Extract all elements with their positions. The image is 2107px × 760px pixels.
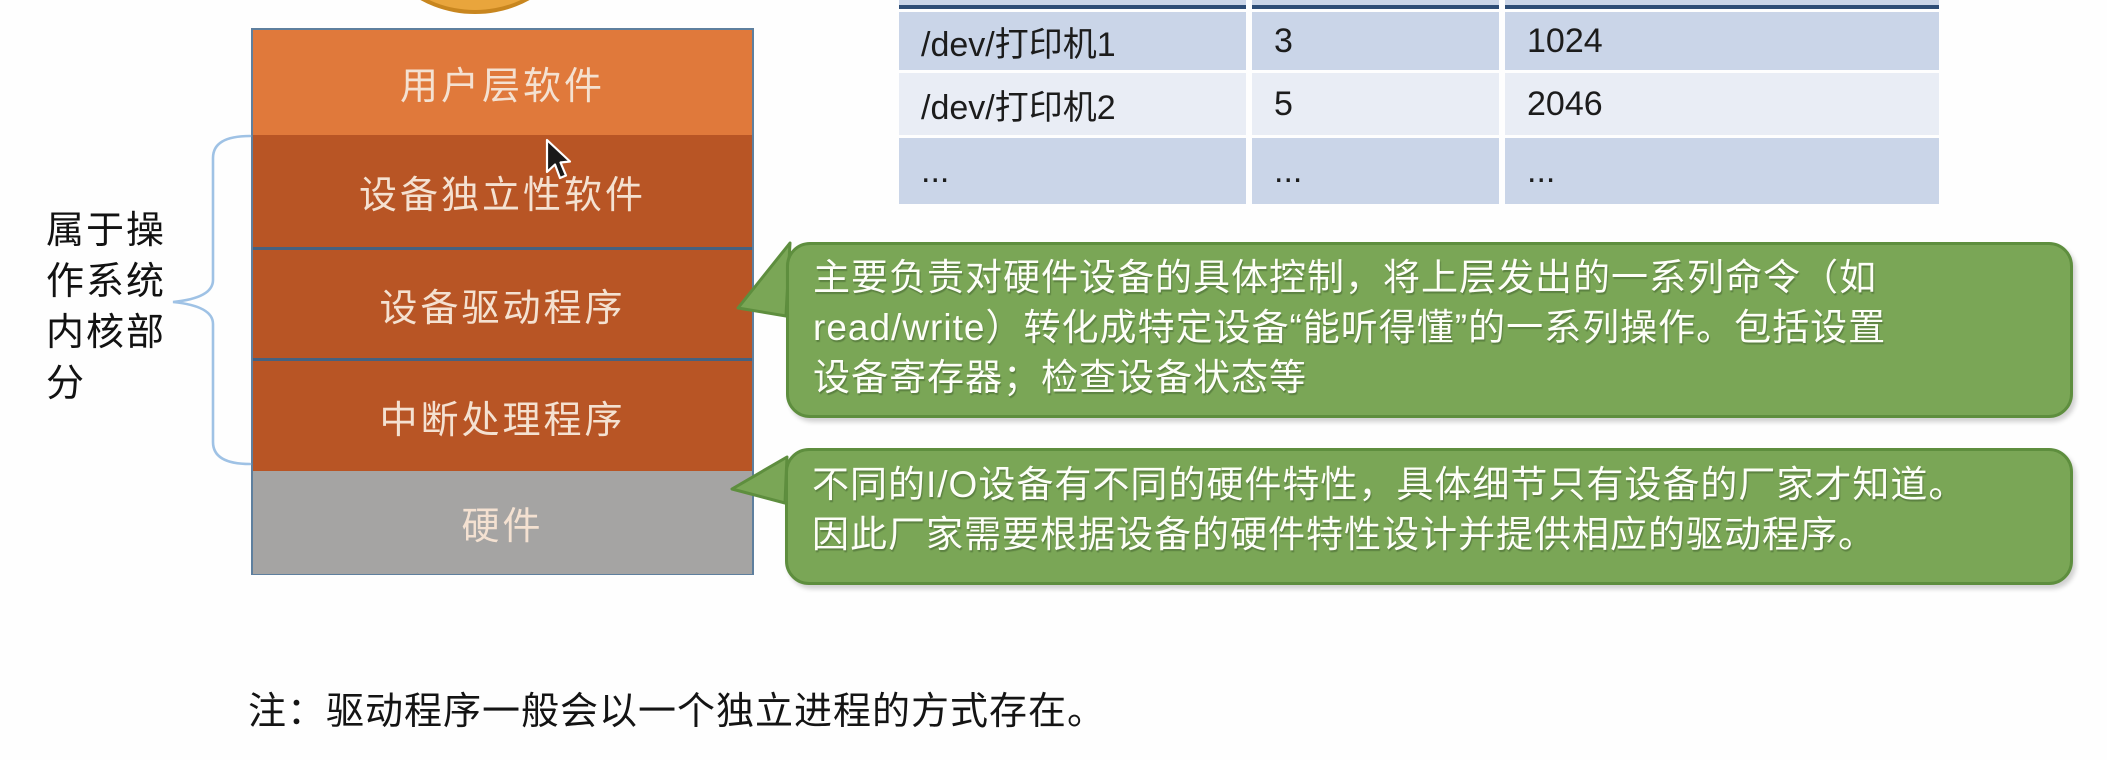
table-cell-size: ... (1505, 138, 1939, 204)
io-software-layer-diagram: 用户层软件 设备独立性软件 设备驱动程序 中断处理程序 硬件 (251, 28, 754, 575)
kernel-scope-brace (172, 134, 252, 466)
table-header-rule (899, 5, 1939, 9)
mouse-cursor (545, 138, 572, 180)
kernel-scope-label-line: 分 (46, 363, 87, 405)
layer-interrupt-handler-label: 中断处理程序 (379, 399, 626, 442)
device-table: /dev/打印机1 3 1024 /dev/打印机2 5 2046 ... ..… (899, 0, 1939, 204)
callout-hardware-tail (730, 455, 789, 505)
table-cell-device: ... (899, 138, 1246, 204)
callout-hardware-description: 不同的I/O设备有不同的硬件特性，具体细节只有设备的厂家才知道。 因此厂家需要根… (785, 448, 2073, 585)
table-cell-size: 2046 (1505, 73, 1939, 135)
table-cell-major: 5 (1252, 73, 1499, 135)
layer-device-independent-label: 设备独立性软件 (358, 174, 646, 217)
layer-device-driver-label: 设备驱动程序 (379, 287, 626, 330)
table-cell-device: /dev/打印机1 (899, 12, 1246, 70)
layer-user-software-label: 用户层软件 (399, 66, 605, 108)
footnote: 注：驱动程序一般会以一个独立进程的方式存在。 (248, 691, 1107, 733)
table-row: ... ... ... (899, 138, 1939, 204)
layer-hardware: 硬件 (253, 471, 752, 574)
kernel-scope-label-line: 属于操 (46, 210, 167, 252)
callout-hardware-line: 因此厂家需要根据设备的硬件特性设计并提供相应的驱动程序。 (812, 514, 1876, 555)
table-row-partial (899, 0, 1939, 5)
kernel-scope-label-line: 内核部 (46, 312, 167, 354)
table-cell-major: 3 (1252, 12, 1499, 70)
layer-interrupt-handler: 中断处理程序 (253, 358, 752, 471)
layer-user-software: 用户层软件 (253, 30, 752, 135)
callout-driver-description: 主要负责对硬件设备的具体控制，将上层发出的一系列命令（如 read/write）… (786, 242, 2073, 418)
table-cell-device: /dev/打印机2 (899, 73, 1246, 135)
layer-device-independent-software: 设备独立性软件 (253, 135, 752, 247)
callout-driver-line: 设备寄存器；检查设备状态等 (813, 357, 1307, 398)
table-row: /dev/打印机2 5 2046 (899, 73, 1939, 135)
kernel-scope-label: 属于操 作系统 内核部 分 (46, 206, 196, 410)
callout-driver-line: 主要负责对硬件设备的具体控制，将上层发出的一系列命令（如 (813, 257, 1877, 298)
table-cell-size: 1024 (1505, 12, 1939, 70)
layer-hardware-label: 硬件 (461, 506, 544, 548)
layer-device-driver: 设备驱动程序 (253, 247, 752, 358)
table-cell-major: ... (1252, 138, 1499, 204)
table-row: /dev/打印机1 3 1024 (899, 12, 1939, 70)
kernel-scope-label-line: 作系统 (46, 261, 167, 303)
decorative-circle (368, 0, 582, 14)
callout-driver-line: read/write）转化成特定设备“能听得懂”的一系列操作。包括设置 (813, 307, 1887, 348)
callout-hardware-line: 不同的I/O设备有不同的硬件特性，具体细节只有设备的厂家才知道。 (812, 464, 1967, 505)
